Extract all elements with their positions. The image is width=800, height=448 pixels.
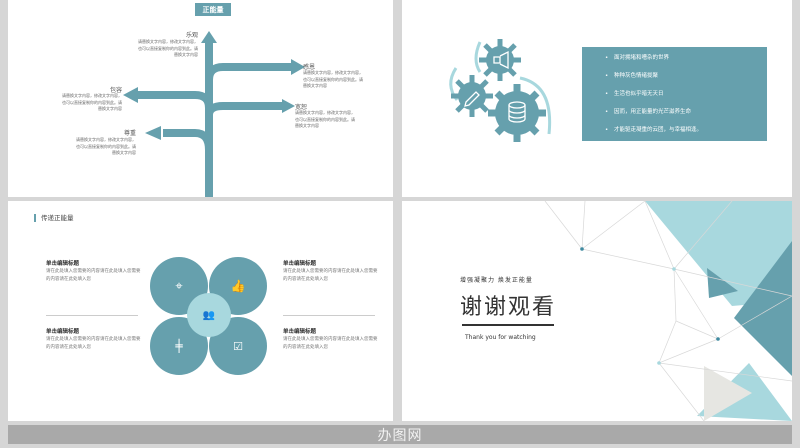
thank-you-title: 谢谢观看 [460, 295, 557, 320]
team-icon: 👥 [187, 293, 231, 337]
block-heading: 单击编辑标题 [46, 329, 80, 335]
branch-label: 包容 [109, 87, 122, 94]
bullet-item: 种种灰色情绪拢聚 [605, 70, 767, 88]
branch-text: 请替换文字内容，修改文字内容，也可以直接复制你的内容到此。请替换文字内容 [295, 110, 355, 128]
block-heading: 单击编辑标题 [283, 329, 317, 335]
bullet-item: 生活也似乎暗无天日 [605, 88, 767, 106]
bullet-list-box: 面对拥堵和嘈杂的世界 种种灰色情绪拢聚 生活也似乎暗无天日 因而，用正能量的光芒… [582, 47, 767, 141]
block-text: 请在此处填入您需要的内容请在此处填入您需要的内容请在此处填入您 [46, 269, 141, 282]
bullet-item: 因而，用正能量的光芒滋养生命 [605, 106, 767, 124]
thank-you-subtitle: Thank you for watching [465, 334, 536, 341]
slogan: 增强凝聚力 焕发正能量 [460, 277, 533, 284]
title-underline [462, 324, 554, 326]
geometric-background [544, 201, 792, 421]
branch-label: 尊重 [123, 130, 136, 137]
slide-positive-energy-arrows[interactable]: 正能量 乐观 请替换文字内容，修改文字内容，也可以直接复制你的内容到此。请替换文… [8, 0, 393, 197]
slide-thank-you[interactable]: 增强凝聚力 焕发正能量 谢谢观看 Thank you for watching [402, 201, 792, 421]
bullet-item: 面对拥堵和嘈杂的世界 [605, 52, 767, 70]
branch-label: 乐观 [185, 32, 198, 39]
arrow-tree-graphic [123, 31, 305, 197]
branch-text: 请替换文字内容，修改文字内容，也可以直接复制你的内容到此。请替换文字内容 [303, 70, 363, 88]
slide-tag: 正能量 [195, 3, 231, 16]
block-text: 请在此处填入您需要的内容请在此处填入您需要的内容请在此处填入您 [46, 337, 141, 350]
branch-text: 请替换文字内容，修改文字内容，也可以直接复制你的内容到此。请替换文字内容 [76, 137, 136, 155]
footer-watermark-bar: 办图网 [8, 425, 792, 444]
block-heading: 单击编辑标题 [46, 261, 80, 267]
divider [46, 315, 138, 316]
block-text: 请在此处填入您需要的内容请在此处填入您需要的内容请在此处填入您 [283, 269, 378, 282]
watermark-text: 办图网 [377, 427, 423, 444]
branch-text: 请替换文字内容，修改文字内容，也可以直接复制你的内容到此。请替换文字内容 [138, 39, 198, 57]
branch-text: 请替换文字内容，修改文字内容，也可以直接复制你的内容到此。请替换文字内容 [62, 93, 122, 111]
megaphone-icon [493, 50, 509, 70]
slide-pass-positive-energy[interactable]: 传递正能量 单击编辑标题 请在此处填入您需要的内容请在此处填入您需要的内容请在此… [8, 201, 393, 421]
block-text: 请在此处填入您需要的内容请在此处填入您需要的内容请在此处填入您 [283, 337, 378, 350]
gears-graphic [449, 39, 552, 142]
branch-label: 感恩 [303, 64, 316, 71]
bullet-item: 才能驱走凝重的云团，与幸福相逢。 [605, 124, 767, 142]
branch-label: 宽恕 [295, 104, 308, 111]
slide-title: 传递正能量 [34, 214, 74, 222]
block-heading: 单击编辑标题 [283, 261, 317, 267]
slide-gears-list[interactable]: 面对拥堵和嘈杂的世界 种种灰色情绪拢聚 生活也似乎暗无天日 因而，用正能量的光芒… [402, 0, 792, 197]
divider [283, 315, 375, 316]
database-icon [508, 105, 526, 123]
pencil-icon [464, 91, 480, 107]
